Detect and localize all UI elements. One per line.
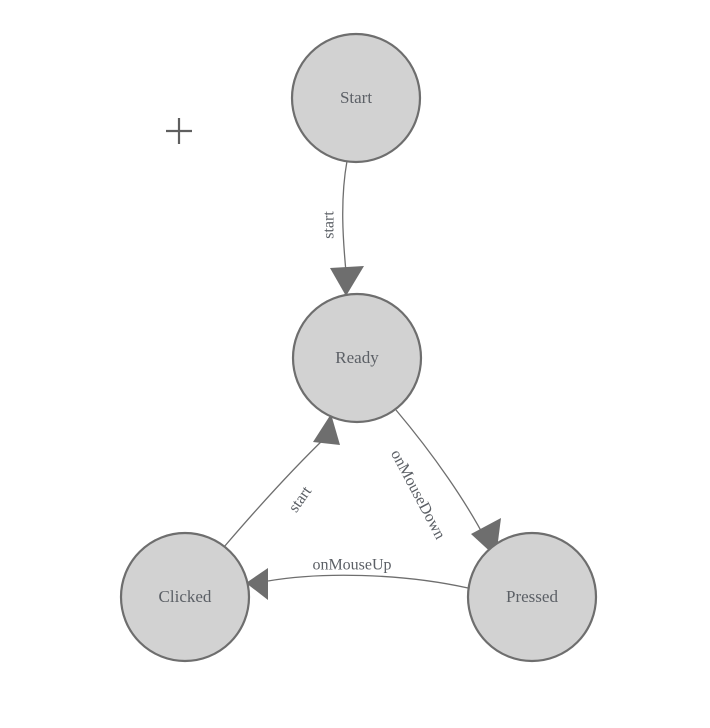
edge-clicked-to-ready-path	[223, 435, 328, 548]
node-pressed-label: Pressed	[506, 587, 558, 606]
node-start-label: Start	[340, 88, 372, 107]
node-clicked-circle[interactable]	[119, 531, 251, 663]
edge-clicked-to-ready[interactable]	[223, 414, 340, 548]
node-pressed[interactable]: Pressed	[466, 531, 598, 663]
edge-ready-to-pressed-path	[395, 409, 488, 543]
node-clicked[interactable]: Clicked	[119, 531, 251, 663]
edge-start-to-ready[interactable]	[330, 160, 364, 296]
edge-label-clicked-to-ready: start	[285, 483, 315, 516]
node-start[interactable]: Start	[290, 32, 422, 164]
edge-clicked-to-ready-arrowhead	[313, 414, 340, 445]
node-ready-label: Ready	[335, 348, 379, 367]
node-pressed-circle[interactable]	[466, 531, 598, 663]
edge-pressed-to-clicked-arrowhead	[246, 568, 268, 600]
node-ready-circle[interactable]	[291, 292, 423, 424]
crosshair-cursor-icon	[166, 118, 192, 144]
edge-label-start-to-ready: start	[321, 211, 338, 239]
edge-label-pressed-to-clicked: onMouseUp	[312, 557, 391, 574]
edge-label-ready-to-pressed: onMouseDown	[387, 447, 448, 542]
edge-start-to-ready-arrowhead	[330, 266, 364, 296]
node-start-circle[interactable]	[290, 32, 422, 164]
edge-start-to-ready-path	[342, 160, 348, 273]
node-ready[interactable]: Ready	[291, 292, 423, 424]
node-clicked-label: Clicked	[159, 587, 212, 606]
edge-pressed-to-clicked-path	[267, 574, 469, 589]
edge-pressed-to-clicked[interactable]	[246, 568, 469, 600]
